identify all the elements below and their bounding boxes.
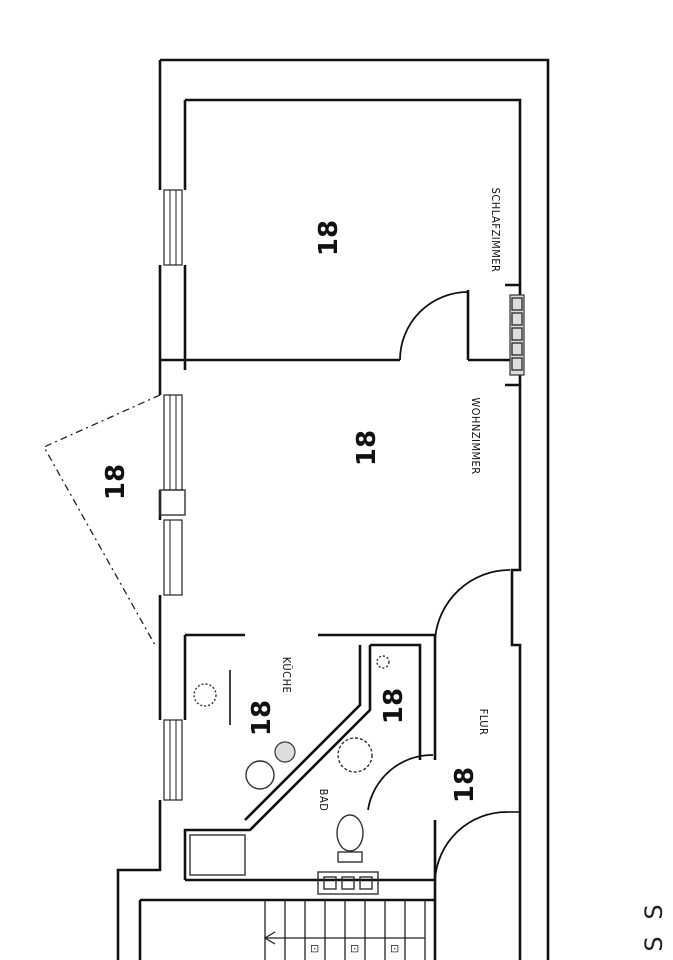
stair-mark: ⊡ <box>310 942 319 955</box>
edge-mark: S <box>640 904 668 919</box>
bath-cabinet <box>317 871 379 895</box>
balcony-outline <box>43 394 161 646</box>
edge-mark: S <box>640 936 668 951</box>
balkon-number: 18 <box>101 464 131 500</box>
stair-mark: ⊡ <box>390 942 399 955</box>
windows <box>159 189 186 801</box>
bad-label: BAD <box>317 789 330 812</box>
interior-walls <box>138 283 522 960</box>
flur-label: FLUR <box>477 709 490 736</box>
schlafzimmer-number: 18 <box>314 220 344 256</box>
kueche-number: 18 <box>247 700 277 736</box>
kueche-label: KÜCHE <box>280 657 293 694</box>
flur-number: 18 <box>450 767 480 803</box>
wohnzimmer-label: WOHNZIMMER <box>469 397 482 474</box>
schlafzimmer-label: SCHLAFZIMMER <box>489 188 502 273</box>
stair-mark: ⊡ <box>350 942 359 955</box>
fixtures <box>189 294 525 895</box>
wohnzimmer-number: 18 <box>352 430 382 466</box>
staircase: ⊡ ⊡ ⊡ <box>263 900 426 960</box>
wardrobe-cells <box>511 297 523 371</box>
abstell-number: 18 <box>379 688 409 724</box>
doors <box>367 291 520 881</box>
outer-walls <box>116 58 550 960</box>
